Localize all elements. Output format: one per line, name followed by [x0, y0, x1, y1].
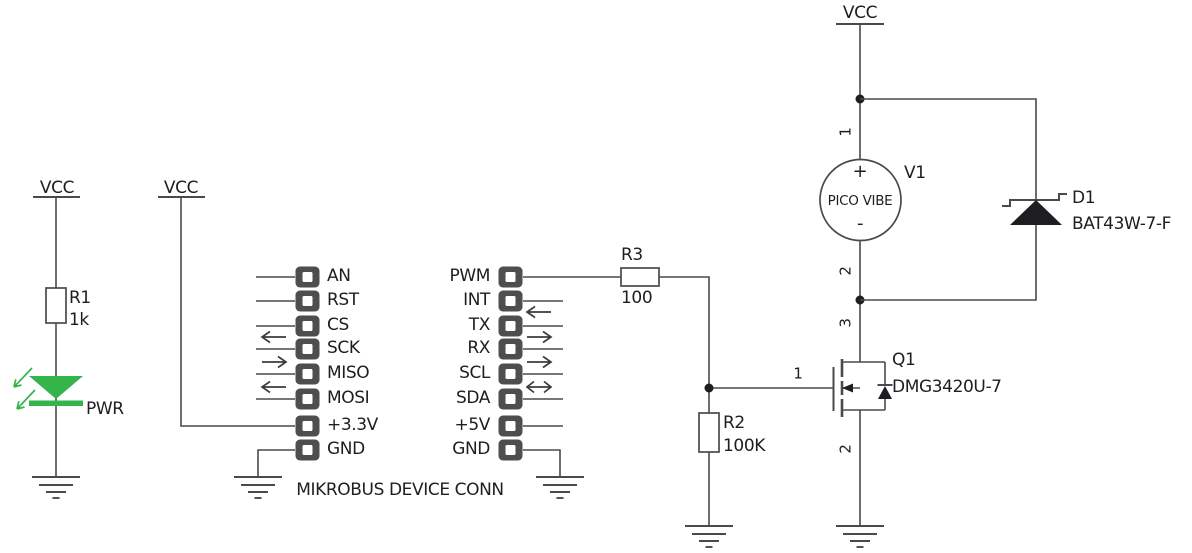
arrow-left-icon	[260, 380, 286, 394]
vcc-net-label: VCC	[163, 178, 199, 198]
arrow-bidirectional-icon	[525, 380, 553, 394]
wire	[523, 449, 561, 477]
pin-label-rst: RST	[327, 290, 359, 310]
resistor-r2-symbol	[698, 412, 720, 453]
signal-direction-arrows	[260, 330, 288, 394]
ground-symbol	[684, 525, 734, 548]
connector-left	[233, 266, 320, 499]
r3-value-label: 100	[621, 288, 653, 308]
pin-label-sda: SDA	[455, 388, 490, 408]
junction-dot	[704, 383, 714, 393]
pin-label-cs: CS	[327, 315, 349, 335]
arrow-left-icon	[525, 305, 551, 319]
pin-label-int: INT	[463, 290, 490, 310]
substrate-arrow-icon	[842, 383, 853, 393]
r3-ref-label: R3	[621, 245, 643, 265]
resistor-r3-symbol	[620, 267, 660, 287]
vcc-net-label: VCC	[39, 178, 75, 198]
led-light-arrows-icon	[13, 367, 36, 410]
d1-value-label: BAT43W-7-F	[1072, 214, 1171, 234]
pin-label-5v: +5V	[454, 415, 491, 435]
ground-symbol	[233, 476, 283, 499]
pin-label-pwm: PWM	[449, 266, 490, 286]
ground-symbol	[31, 476, 81, 499]
q1-gate-pin-number: 1	[793, 364, 803, 383]
r1-ref-label: R1	[69, 288, 91, 308]
ground-symbol	[535, 476, 585, 499]
motor-branch	[819, 23, 1067, 362]
motor-name-label: PICO VIBE	[827, 193, 893, 209]
q1-value-label: DMG3420U-7	[892, 377, 1002, 397]
led-power-branch	[13, 196, 83, 499]
q1-ref-label: Q1	[892, 350, 916, 370]
ground-symbol	[835, 525, 885, 548]
pin-label-gnd: GND	[327, 439, 365, 459]
v1-pin1-number: 1	[836, 127, 855, 137]
connector-caption: MIKROBUS DEVICE CONN	[296, 480, 504, 500]
motor-minus-label: -	[856, 213, 864, 234]
arrow-right-icon	[527, 355, 553, 369]
arrow-right-icon	[262, 355, 288, 369]
body-diode-icon	[877, 362, 893, 410]
r2-value-label: 100K	[723, 436, 765, 456]
gate-drive-network	[620, 267, 833, 548]
signal-direction-arrows	[525, 305, 553, 394]
motor-plus-label: +	[852, 161, 868, 182]
vcc-33v-branch	[158, 196, 295, 427]
v1-ref-label: V1	[904, 163, 926, 183]
pin-label-gnd: GND	[452, 439, 490, 459]
connector-right	[498, 266, 621, 499]
wire	[257, 449, 295, 477]
wire	[860, 98, 1037, 200]
pin-label-mosi: MOSI	[327, 388, 370, 408]
schottky-diode-symbol	[1002, 193, 1067, 225]
vcc-net-label: VCC	[842, 3, 878, 23]
q1-source-pin-number: 2	[836, 444, 855, 454]
d1-ref-label: D1	[1072, 188, 1096, 208]
pin-label-rx: RX	[467, 338, 490, 358]
arrow-right-icon	[527, 330, 553, 344]
led-symbol	[29, 376, 83, 406]
q1-drain-pin-number: 3	[836, 318, 855, 328]
r1-value-label: 1k	[69, 310, 89, 330]
pin-label-scl: SCL	[459, 363, 490, 383]
resistor-r1-symbol	[45, 287, 67, 324]
pin-label-miso: MISO	[327, 363, 370, 383]
pin-label-sck: SCK	[327, 338, 360, 358]
arrow-left-icon	[260, 330, 286, 344]
mosfet-symbol	[832, 359, 893, 548]
wire	[860, 225, 1037, 301]
pwr-led-label: PWR	[86, 399, 124, 419]
pin-label-an: AN	[327, 266, 351, 286]
wire	[659, 276, 710, 388]
pin-label-tx: TX	[468, 315, 491, 335]
r2-ref-label: R2	[723, 413, 745, 433]
wire	[180, 197, 295, 427]
pin-label-3v3: +3.3V	[327, 415, 378, 435]
v1-pin2-number: 2	[836, 266, 855, 276]
